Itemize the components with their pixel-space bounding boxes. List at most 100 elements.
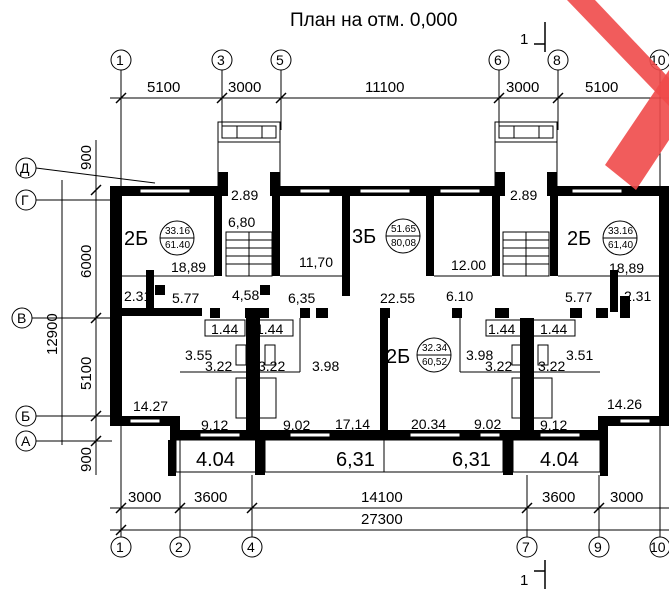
- dim-left: 900: [78, 447, 95, 472]
- room-area: 6.10: [446, 288, 473, 304]
- loggias: [175, 439, 601, 473]
- room-area: 3.98: [312, 358, 339, 374]
- room-area: 2.31: [624, 288, 651, 304]
- partitions: [122, 275, 659, 373]
- dimension-top: 5100 3000 11100 3000 5100: [110, 79, 669, 104]
- axes-top: 1 3 5 6 8 10: [110, 49, 669, 71]
- dim-left: 900: [78, 145, 95, 170]
- room-area: 12.00: [451, 257, 486, 273]
- room-area: 17,14: [335, 416, 370, 432]
- loggia-area: 6,31: [452, 449, 491, 471]
- axis-label: Д: [20, 160, 30, 176]
- dim-total: 27300: [361, 511, 403, 528]
- apartment-living-area: 33.16: [608, 226, 633, 237]
- room-area: 1.44: [540, 321, 567, 337]
- room-area: 6,80: [228, 214, 255, 230]
- dimension-left: 900 6000 12900 5100 900: [44, 140, 102, 475]
- axis-label: А: [21, 433, 31, 449]
- room-area: 3.98: [466, 347, 493, 363]
- room-area: 2.31: [124, 288, 151, 304]
- section-mark-bottom: 1: [520, 560, 546, 589]
- dim-bottom: 3000: [610, 489, 643, 506]
- room-area: 3.22: [485, 358, 512, 374]
- axis-label: 6: [494, 52, 502, 68]
- axis-label: 8: [553, 52, 561, 68]
- apartment-total-area: 61.40: [165, 240, 190, 251]
- apartment-total-area: 80,08: [391, 238, 416, 249]
- room-area: 20.34: [411, 416, 446, 432]
- apartment-total-area: 61,40: [608, 240, 633, 251]
- apartment-2b-left: 2Б 33.16 61.40: [124, 220, 195, 256]
- room-area: 18,89: [609, 260, 644, 276]
- red-cross-overlay: [567, 0, 669, 190]
- room-area: 4,58: [232, 287, 259, 303]
- dim-left: 6000: [78, 245, 95, 278]
- room-area: 3.22: [205, 358, 232, 374]
- dim-left: 5100: [78, 357, 95, 390]
- axes-bottom: 1 2 4 7 9 10: [110, 536, 669, 558]
- room-area: 2.89: [231, 187, 258, 203]
- room-area: 9.02: [474, 416, 501, 432]
- apartment-living-area: 33.16: [165, 226, 190, 237]
- apartment-living-area: 32.34: [422, 343, 447, 354]
- room-area: 3.22: [258, 358, 285, 374]
- axis-label: 1: [116, 539, 124, 555]
- room-area: 9.02: [283, 417, 310, 433]
- room-area: 3.51: [566, 347, 593, 363]
- room-area: 18,89: [171, 259, 206, 275]
- apartment-type: 3Б: [352, 226, 376, 248]
- dim-top: 11100: [365, 79, 405, 96]
- room-areas: 2.89 6,80 18,89 2.31 5.77 4,58 11,70 6,3…: [124, 187, 651, 471]
- section-mark-label: 1: [520, 31, 528, 48]
- room-area: 5.77: [172, 290, 199, 306]
- room-area: 2.89: [510, 187, 537, 203]
- apartment-total-area: 60,52: [422, 357, 447, 368]
- dim-bottom: 3600: [194, 489, 227, 506]
- apartment-type: 2Б: [386, 346, 410, 368]
- apartment-3b: 3Б 51.65 80,08: [352, 218, 421, 254]
- room-area: 14.26: [607, 396, 642, 412]
- dim-bottom: 3600: [542, 489, 575, 506]
- axis-label: 5: [276, 52, 284, 68]
- walls: [110, 172, 669, 476]
- room-area: 9.12: [540, 417, 567, 433]
- axis-label: 3: [217, 52, 225, 68]
- apartment-2b-center: 2Б 32.34 60,52: [386, 337, 452, 373]
- apartment-living-area: 51.65: [391, 224, 416, 235]
- dimension-bottom: 3000 3600 14100 3600 3000 27300: [110, 489, 669, 536]
- loggia-area: 4.04: [196, 449, 235, 471]
- bathrooms: [204, 319, 576, 419]
- room-area: 3.22: [538, 358, 565, 374]
- room-area: 1.44: [211, 321, 238, 337]
- staircase-right: [502, 231, 550, 277]
- room-area: 9.12: [201, 417, 228, 433]
- axis-label: 7: [522, 539, 530, 555]
- axis-label: 4: [247, 539, 255, 555]
- axes-left: Д Г В Б А: [11, 157, 37, 452]
- axis-label: Б: [21, 408, 30, 424]
- room-area: 3.55: [185, 347, 212, 363]
- axis-label: 1: [116, 52, 124, 68]
- axis-label: 10: [650, 539, 666, 555]
- loggia-area: 6,31: [336, 449, 375, 471]
- axis-label: 9: [594, 539, 602, 555]
- apartment-2b-right: 2Б 33.16 61,40: [567, 220, 638, 256]
- room-area: 6,35: [288, 290, 315, 306]
- axis-label: Г: [21, 192, 29, 208]
- room-area: 1.44: [256, 321, 283, 337]
- plan-title: План на отм. 0,000: [290, 10, 457, 31]
- section-mark-top: 1: [520, 22, 546, 52]
- section-mark-label-bottom: 1: [520, 572, 528, 589]
- dim-top: 3000: [228, 79, 261, 96]
- apartment-type: 2Б: [124, 228, 148, 250]
- room-area: 1.44: [488, 321, 515, 337]
- loggia-area: 4.04: [540, 449, 579, 471]
- dim-bottom: 14100: [361, 489, 403, 506]
- windows: [129, 188, 651, 438]
- dim-top: 5100: [147, 79, 180, 96]
- axis-label: 2: [175, 539, 183, 555]
- axis-lines-bottom: [120, 426, 661, 537]
- staircase-left: [225, 231, 273, 277]
- dim-left: 12900: [44, 313, 61, 355]
